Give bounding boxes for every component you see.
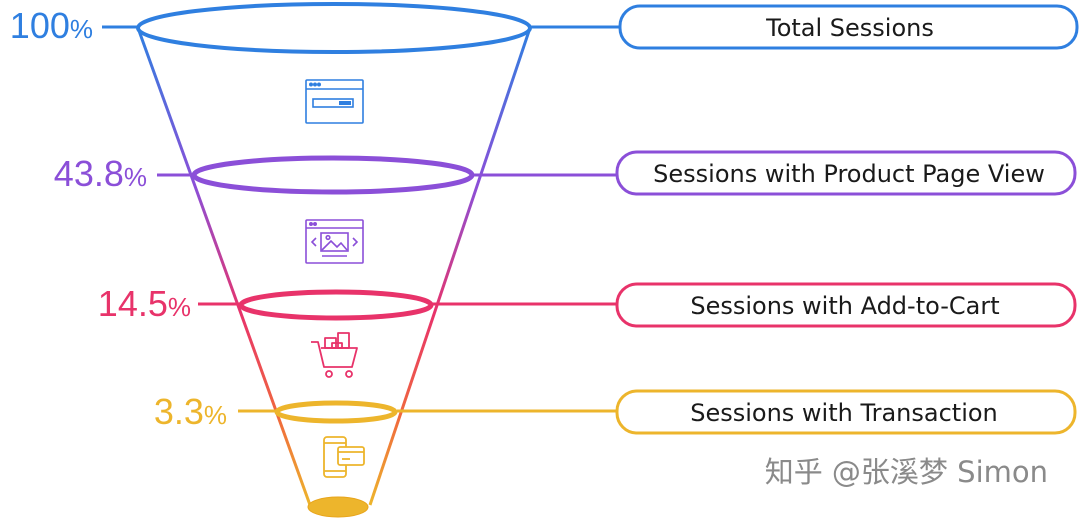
pct-product-page-view: 43.8% — [54, 153, 147, 194]
pct-add-to-cart: 14.5% — [98, 283, 191, 324]
watermark-text: 知乎 @张溪梦 Simon — [765, 455, 1048, 489]
browser-window-icon — [305, 79, 364, 124]
funnel-ring-2 — [191, 155, 475, 195]
pct-total-sessions: 100% — [10, 5, 93, 46]
label-transaction: Sessions with Transaction — [690, 399, 998, 427]
funnel-ring-4 — [274, 400, 398, 424]
mobile-payment-icon — [323, 436, 365, 478]
funnel-right-edge — [368, 27, 532, 506]
label-add-to-cart: Sessions with Add-to-Cart — [690, 292, 999, 320]
image-gallery-icon — [305, 219, 364, 264]
funnel-ring-3 — [238, 289, 434, 321]
funnel-left-edge — [136, 27, 312, 506]
shopping-cart-icon — [311, 332, 358, 378]
label-product-page-view: Sessions with Product Page View — [653, 160, 1045, 188]
label-total-sessions: Total Sessions — [765, 14, 934, 42]
funnel-ring-1 — [136, 2, 532, 54]
pct-transaction: 3.3% — [154, 391, 227, 432]
label-box-product-page-view — [615, 150, 1077, 196]
label-box-transaction — [615, 389, 1077, 435]
label-box-total-sessions — [618, 4, 1079, 50]
funnel-bottom — [307, 496, 369, 518]
label-box-add-to-cart — [615, 282, 1077, 328]
